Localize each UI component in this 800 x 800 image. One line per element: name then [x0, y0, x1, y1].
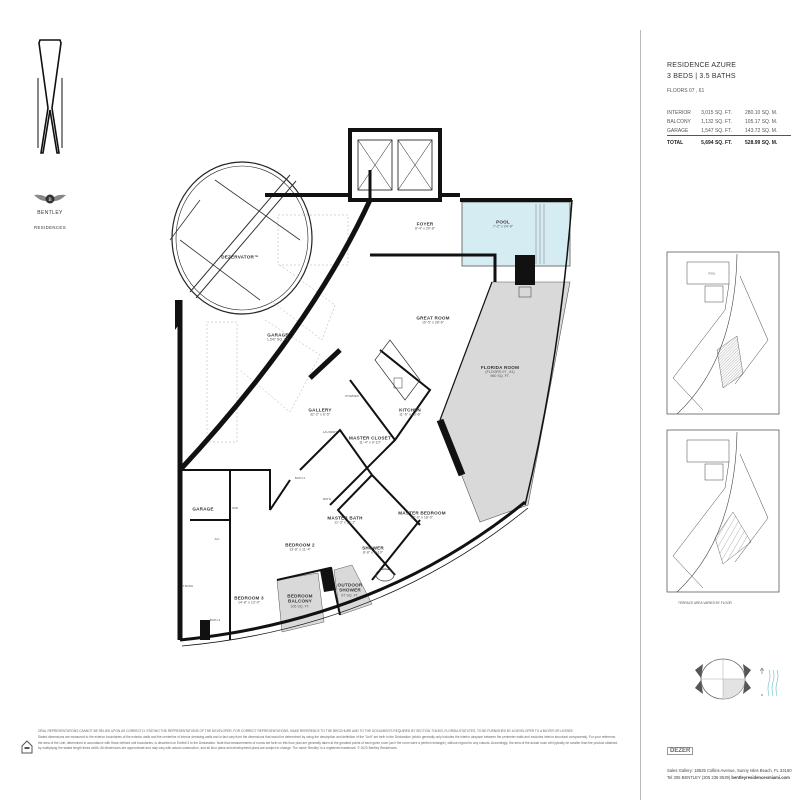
florida-room-terrace	[439, 281, 571, 523]
label-laundry: LAUNDRY	[322, 430, 338, 434]
brand-sub: RESIDENCES	[34, 225, 66, 230]
bedroom-balcony-area	[276, 572, 325, 633]
label-bath: BATH	[323, 497, 331, 501]
room-florida-room: FLORIDA ROOM(FLOORS 07 , 61)960 SQ. FT.	[480, 365, 520, 379]
garage-parking-bays	[206, 214, 349, 443]
walls	[177, 150, 573, 647]
developer-logo: DEZER	[667, 747, 694, 755]
key-plan-pool-label: POOL	[708, 272, 716, 276]
total-sqm: 528.99 SQ. M.	[745, 135, 791, 148]
brand-name: BENTLEY	[37, 210, 63, 216]
contact-info: Sales Gallery: 18525 Collins Avenue, Sun…	[667, 767, 792, 781]
area-label: INTERIOR	[667, 109, 691, 116]
area-label: GARAGE	[667, 127, 689, 134]
area-sqft: 1,132 SQ. FT.	[701, 118, 732, 125]
area-row: GARAGE 1,547 SQ. FT. 143.72 SQ. M.	[667, 126, 791, 136]
disclaimer-body: Stated dimensions are measured to the ex…	[38, 735, 618, 751]
area-sqm: 105.17 SQ. M.	[745, 118, 778, 125]
cooktop-icon	[393, 377, 403, 389]
residence-title: RESIDENCE AZURE	[667, 62, 737, 69]
key-plan-lower	[666, 429, 780, 593]
website-link[interactable]: bentleyresidencesmiami.com	[731, 775, 790, 780]
label-bath-2: BATH 2	[294, 476, 306, 480]
disclaimer-heading: ORAL REPRESENTATIONS CANNOT BE RELIED UP…	[38, 729, 574, 733]
area-sqm: 280.10 SQ. M.	[745, 109, 778, 116]
bathtub	[375, 568, 395, 582]
key-plan-upper	[666, 251, 780, 415]
key-plan-caption: TERRACE AREA VARIES BY FLOOR	[678, 601, 732, 605]
label-wd: W/D	[232, 506, 238, 510]
north-label: N	[760, 693, 764, 697]
kitchen-island	[374, 339, 421, 401]
elevators	[348, 128, 442, 202]
label-powder: POWDER	[345, 394, 359, 398]
bentley-monogram-logo	[37, 39, 63, 154]
total-label: TOTAL	[667, 135, 702, 148]
area-row: BALCONY 1,132 SQ. FT. 105.17 SQ. M.	[667, 117, 791, 126]
equal-housing-icon	[21, 740, 33, 754]
beds-baths: 3 BEDS | 3.5 BATHS	[667, 73, 736, 80]
label-trash: TRASH	[182, 584, 194, 588]
area-label: BALCONY	[667, 118, 691, 125]
sales-gallery-address: Sales Gallery: 18525 Collins Avenue, Sun…	[667, 768, 792, 773]
floor-plan	[169, 128, 573, 647]
legal-disclaimer: ORAL REPRESENTATIONS CANNOT BE RELIED UP…	[38, 729, 618, 753]
site-compass-icon	[695, 658, 779, 700]
area-table: INTERIOR 3,015 SQ. FT. 280.10 SQ. M. BALCO…	[667, 108, 791, 148]
floors: FLOORS 07 , 61	[667, 88, 705, 94]
panel-divider	[640, 30, 641, 800]
label-bath-3: BATH 3	[209, 618, 221, 622]
room-dezervator: DEZERVATOR™	[221, 254, 259, 260]
svg-text:B: B	[48, 198, 52, 203]
key-plans	[666, 251, 780, 593]
area-sqm: 143.72 SQ. M.	[745, 127, 778, 134]
total-sqft: 5,694 SQ. FT.	[701, 135, 746, 148]
dezervator-lift	[169, 161, 313, 315]
area-row: INTERIOR 3,015 SQ. FT. 280.10 SQ. M.	[667, 108, 791, 117]
bentley-wings-icon: B	[34, 194, 66, 204]
room-garage-side: GARAGE	[192, 506, 214, 512]
area-sqft: 3,015 SQ. FT.	[701, 109, 732, 116]
residence-info-panel: RESIDENCE AZURE 3 BEDS | 3.5 BATHS FLOOR…	[667, 60, 792, 148]
phone: Tel 305 BENTLEY (305 236 8539)	[667, 775, 731, 780]
label-ac: A/C	[214, 537, 220, 541]
area-sqft: 1,547 SQ. FT.	[701, 127, 732, 134]
